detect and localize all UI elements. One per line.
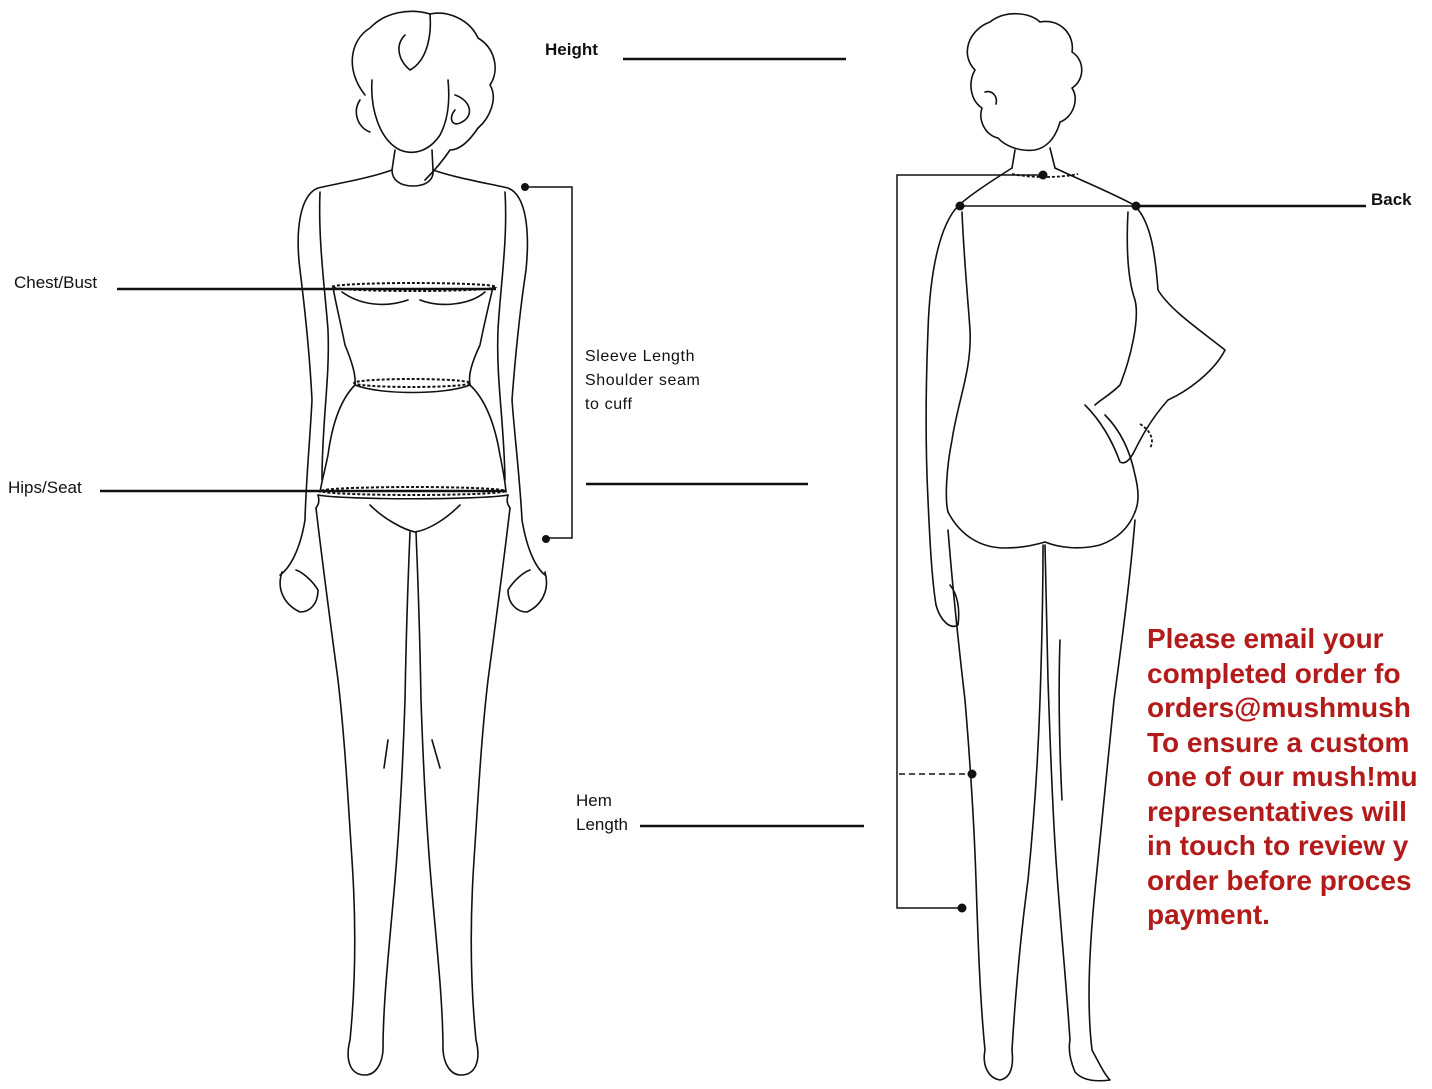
height-label: Height (545, 40, 598, 60)
note-line: in touch to review y (1147, 829, 1432, 864)
note-line: one of our mush!mu (1147, 760, 1432, 795)
back-neck-dot (1039, 171, 1048, 180)
sleeve-length-line-1: Sleeve Length (585, 345, 700, 369)
order-instructions-note: Please email your completed order fo ord… (1147, 622, 1432, 933)
hem-length-label: Hem Length (576, 789, 628, 837)
front-figure (280, 11, 546, 1075)
back-label: Back (1371, 190, 1412, 210)
sleeve-bottom-dot (542, 535, 550, 543)
hem-dot (958, 904, 967, 913)
waist-measure-dashed (354, 379, 470, 387)
knee-dot (968, 770, 977, 779)
note-line: completed order fo (1147, 657, 1432, 692)
sleeve-length-label: Sleeve Length Shoulder seam to cuff (585, 345, 700, 417)
hips-seat-label: Hips/Seat (8, 476, 82, 500)
sleeve-top-dot (521, 183, 529, 191)
chest-bust-label: Chest/Bust (14, 271, 97, 295)
sleeve-length-line-2: Shoulder seam (585, 369, 700, 393)
shoulder-right-dot (1132, 202, 1141, 211)
back-length-bracket (897, 175, 1043, 908)
note-line: representatives will (1147, 795, 1432, 830)
note-line: order before proces (1147, 864, 1432, 899)
shoulder-left-dot (956, 202, 965, 211)
sleeve-length-line-3: to cuff (585, 393, 700, 417)
sleeve-length-bracket (525, 187, 572, 538)
note-line: orders@mushmush (1147, 691, 1432, 726)
note-line: payment. (1147, 898, 1432, 933)
hem-length-line-2: Length (576, 813, 628, 837)
note-line: To ensure a custom (1147, 726, 1432, 761)
note-line: Please email your (1147, 622, 1432, 657)
hem-length-line-1: Hem (576, 789, 628, 813)
